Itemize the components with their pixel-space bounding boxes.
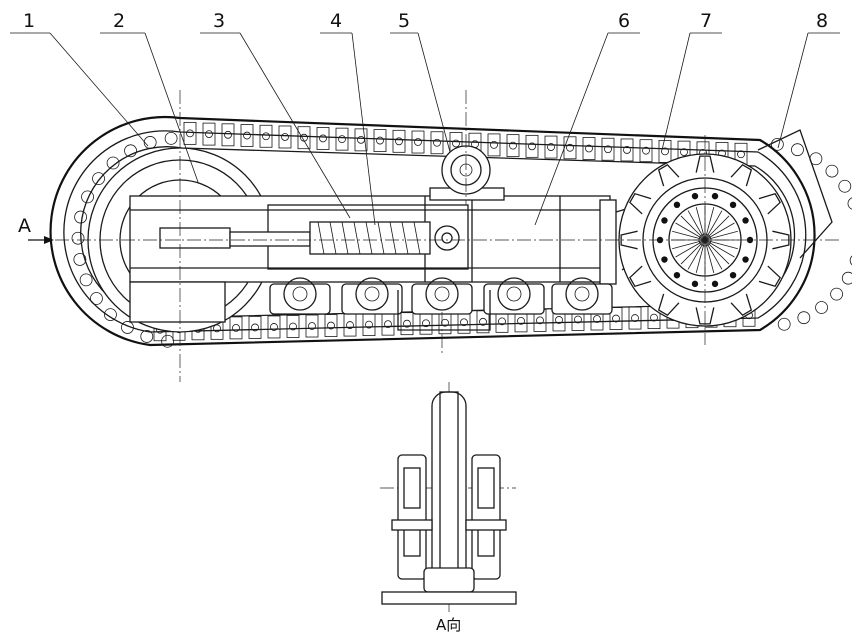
view-arrow-label: A (18, 215, 31, 237)
view-caption: A向 (436, 616, 461, 634)
sprocket-teeth (620, 155, 790, 325)
track-chain (49, 115, 852, 348)
callout-7: 7 (700, 10, 712, 32)
callout-4: 4 (330, 10, 342, 32)
track-shoes (71, 121, 852, 348)
callout-6: 6 (618, 10, 630, 32)
callout-5: 5 (398, 10, 410, 32)
track-frame (129, 189, 701, 323)
recoil-spring (159, 221, 460, 255)
view-direction-arrow: A (18, 215, 54, 244)
callout-8: 8 (816, 10, 828, 32)
track-rollers (269, 277, 613, 331)
center-lines (55, 90, 840, 382)
drive-sprocket (618, 129, 833, 327)
callout-3: 3 (213, 10, 225, 32)
callout-2: 2 (113, 10, 125, 32)
callout-1: 1 (23, 10, 35, 32)
section-view-a: A向 (380, 382, 517, 634)
callouts: 1 2 3 4 5 6 7 8 (10, 10, 840, 226)
